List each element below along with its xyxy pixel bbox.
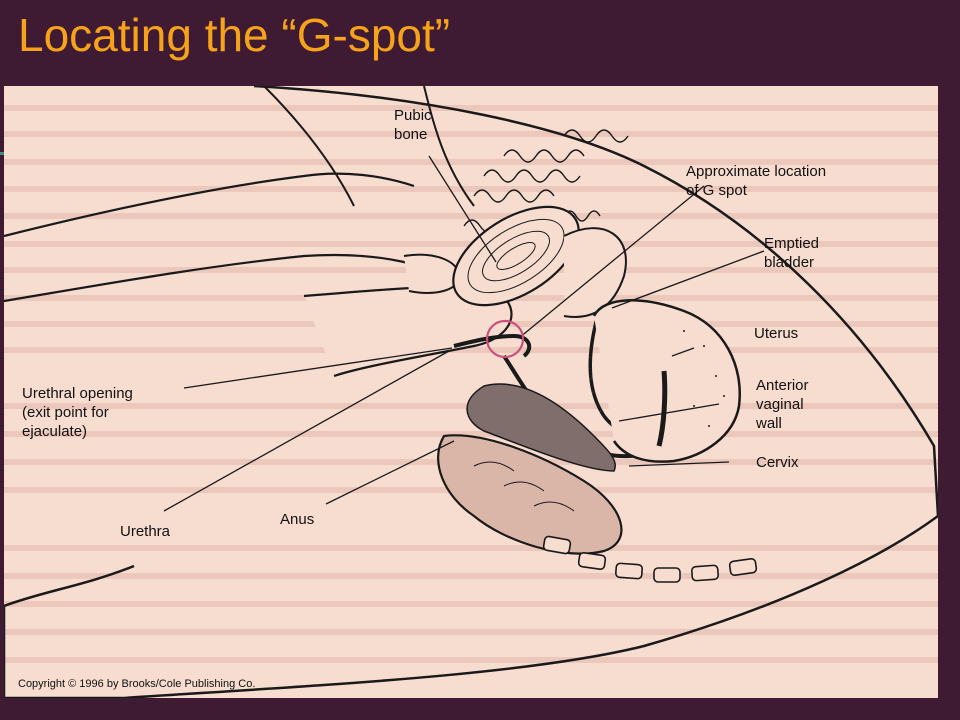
g-spot-highlight-circle [485,319,525,359]
body-outline [4,86,938,698]
label-anterior-vaginal-wall: Anterior vaginal wall [756,377,809,432]
leader-lines [163,155,765,512]
urethra-line [453,333,532,358]
fingertip [403,253,461,294]
bladder [563,227,627,318]
cervix-shading [466,383,616,472]
label-g-spot-location: Approximate location of G spot [686,163,827,199]
uterus-stippling [683,330,725,427]
finger-outline [303,284,513,378]
label-urethra: Urethra [120,523,171,540]
label-urethral-opening: Urethral opening (exit point for ejacula… [22,385,133,440]
rectum [437,434,623,555]
uterine-cavity [656,370,668,447]
anatomy-figure: Pubic bone Approximate location of G spo… [4,86,938,698]
copyright-notice: Copyright © 1996 by Brooks/Cole Publishi… [18,678,256,690]
label-uterus: Uterus [754,325,799,342]
label-cervix: Cervix [756,454,799,471]
thigh-lines [263,86,475,207]
label-anus: Anus [280,511,315,528]
spine-vertebrae [542,535,758,583]
slide-right-border [938,86,960,698]
slide-title: Locating the “G-spot” [18,9,451,61]
anatomy-illustration [4,86,938,698]
hand-outline [4,172,460,303]
label-emptied-bladder: Emptied bladder [764,235,820,271]
decorative-accent-left [0,152,6,155]
label-pubic-bone: Pubic bone [394,107,432,143]
pubic-bone [452,205,580,307]
rectum-folds [473,461,575,512]
pubic-hair [463,129,629,233]
